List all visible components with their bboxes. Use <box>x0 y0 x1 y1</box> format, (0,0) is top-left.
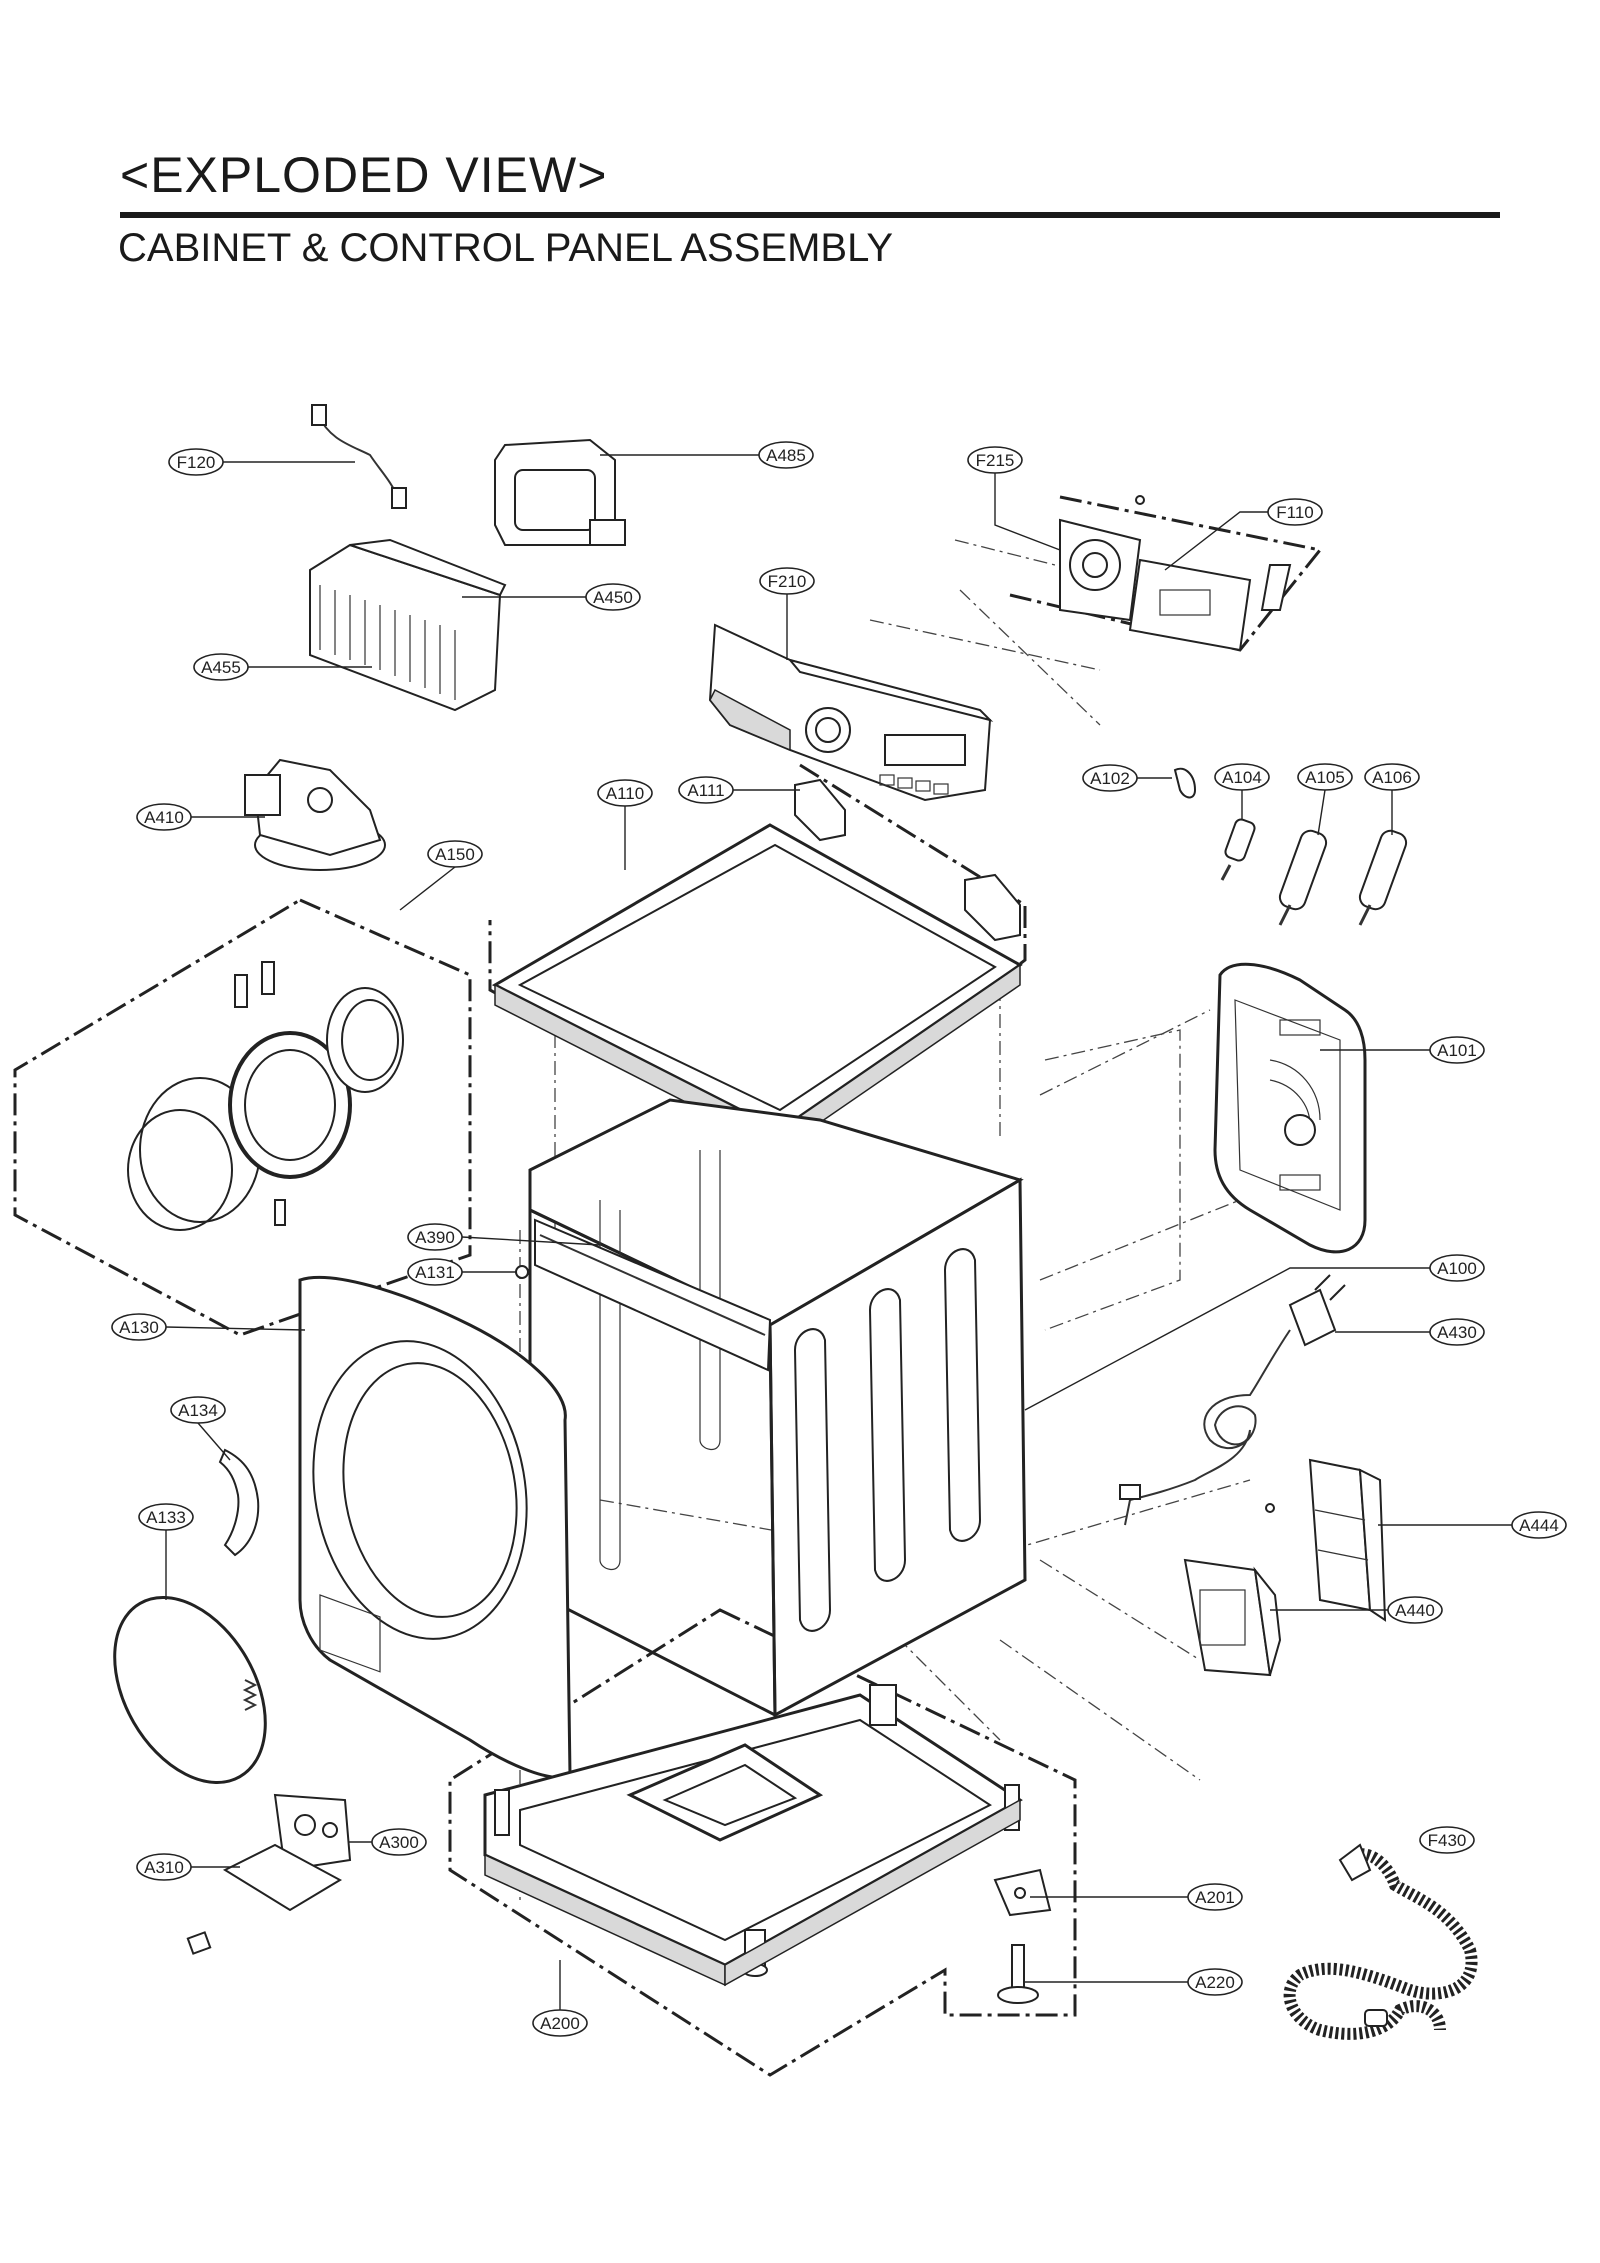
part-f430-hose <box>1283 1843 1478 2040</box>
part-f120-wire <box>311 404 407 509</box>
door-group-outline <box>13 898 472 1337</box>
svg-text:A100: A100 <box>1437 1259 1477 1278</box>
callout-a310: A310 <box>136 1853 240 1881</box>
svg-text:A440: A440 <box>1395 1601 1435 1620</box>
base-group-outline <box>448 1608 1077 2077</box>
svg-text:A455: A455 <box>201 658 241 677</box>
callout-a134: A134 <box>170 1396 231 1461</box>
callout-a444: A444 <box>1378 1511 1567 1539</box>
callout-a150: A150 <box>399 840 483 911</box>
part-a485-housing <box>494 438 626 546</box>
callout-a104: A104 <box>1214 763 1270 820</box>
svg-text:A150: A150 <box>435 845 475 864</box>
callout-a131: A131 <box>407 1258 516 1286</box>
callout-a100: A100 <box>1024 1254 1485 1411</box>
part-a101-back-cover <box>1213 962 1367 1254</box>
svg-text:A444: A444 <box>1519 1516 1559 1535</box>
svg-text:F120: F120 <box>177 453 216 472</box>
svg-text:A101: A101 <box>1437 1041 1477 1060</box>
svg-text:A105: A105 <box>1305 768 1345 787</box>
part-f210-panel <box>708 623 994 802</box>
part-a390-bar <box>539 1234 766 1336</box>
svg-text:A102: A102 <box>1090 769 1130 788</box>
damper-a105 <box>1278 829 1328 926</box>
part-a111-bracket <box>794 778 1021 942</box>
svg-text:A430: A430 <box>1437 1323 1477 1342</box>
callout-a102: A102 <box>1082 764 1172 792</box>
svg-text:A104: A104 <box>1222 768 1262 787</box>
svg-text:A390: A390 <box>415 1228 455 1247</box>
callout-f120: F120 <box>168 448 355 476</box>
callout-a133: A133 <box>138 1503 194 1600</box>
callout-a410: A410 <box>136 803 265 831</box>
part-dampers <box>1220 818 1408 926</box>
svg-text:A111: A111 <box>687 781 724 800</box>
part-a300-lid <box>186 1793 352 1955</box>
part-a450-box <box>309 538 507 712</box>
svg-text:A485: A485 <box>766 446 806 465</box>
svg-text:A110: A110 <box>606 784 644 803</box>
part-a110-top-plate <box>491 823 1023 1152</box>
part-a100-cabinet <box>528 1098 1027 1718</box>
svg-text:A133: A133 <box>146 1508 186 1527</box>
svg-text:A130: A130 <box>119 1318 159 1337</box>
part-a130-front-panel <box>298 1276 572 1779</box>
callout-a300: A300 <box>348 1828 427 1856</box>
svg-text:A106: A106 <box>1372 768 1412 787</box>
page-title: <EXPLODED VIEW> <box>120 147 608 203</box>
callout-f430: F430 <box>1419 1826 1475 1854</box>
svg-text:A450: A450 <box>593 588 633 607</box>
callout-a450: A450 <box>462 583 641 611</box>
control-panel-group-outline <box>1009 495 1323 652</box>
damper-a106 <box>1358 829 1408 926</box>
svg-text:F110: F110 <box>1276 503 1314 522</box>
part-f110-pcb <box>1059 495 1292 652</box>
callout-f210: F210 <box>759 567 815 660</box>
svg-text:A131: A131 <box>415 1263 455 1282</box>
callout-a430: A430 <box>1335 1318 1485 1346</box>
part-a201-bracket <box>993 1868 1052 1917</box>
svg-text:A220: A220 <box>1195 1973 1235 1992</box>
callout-a455: A455 <box>193 653 372 681</box>
svg-text:A310: A310 <box>144 1858 184 1877</box>
svg-text:A200: A200 <box>540 2014 580 2033</box>
part-a220-foot <box>997 1944 1039 2004</box>
part-a410-pump <box>244 758 386 871</box>
svg-text:A410: A410 <box>144 808 184 827</box>
part-a102-clip <box>1173 767 1197 799</box>
callout-a390: A390 <box>407 1223 601 1251</box>
callout-a200: A200 <box>532 1960 588 2037</box>
part-a150-door <box>127 961 404 1231</box>
callout-f215: F215 <box>967 446 1061 551</box>
part-a444-bracket <box>1308 1458 1387 1622</box>
svg-text:A300: A300 <box>379 1833 419 1852</box>
part-a134-hinge <box>218 1448 260 1557</box>
svg-text:F430: F430 <box>1428 1831 1467 1850</box>
callout-a201: A201 <box>1030 1883 1243 1911</box>
part-a440-filter <box>1183 1503 1282 1677</box>
part-a131-screw <box>515 1265 529 1279</box>
damper-a104 <box>1220 818 1256 881</box>
callout-a110: A110 <box>597 779 653 870</box>
part-a430-cord <box>1119 1274 1346 1526</box>
part-a133-ring <box>113 1596 267 1784</box>
callout-a111: A111 <box>678 776 800 804</box>
svg-text:F210: F210 <box>768 572 807 591</box>
callout-a485: A485 <box>600 441 814 469</box>
page-subtitle: CABINET & CONTROL PANEL ASSEMBLY <box>118 226 894 270</box>
callout-f110: F110 <box>1164 498 1323 571</box>
svg-text:A134: A134 <box>178 1401 218 1420</box>
callout-a130: A130 <box>111 1313 306 1341</box>
callout-a105: A105 <box>1297 763 1353 836</box>
callout-a440: A440 <box>1270 1596 1443 1624</box>
callout-a220: A220 <box>1024 1968 1243 1996</box>
svg-text:A201: A201 <box>1195 1888 1235 1907</box>
part-a200-base <box>483 1684 1023 1987</box>
title-rule <box>120 212 1500 218</box>
callout-a101: A101 <box>1320 1036 1485 1064</box>
svg-text:F215: F215 <box>976 451 1015 470</box>
callout-a106: A106 <box>1364 763 1420 835</box>
